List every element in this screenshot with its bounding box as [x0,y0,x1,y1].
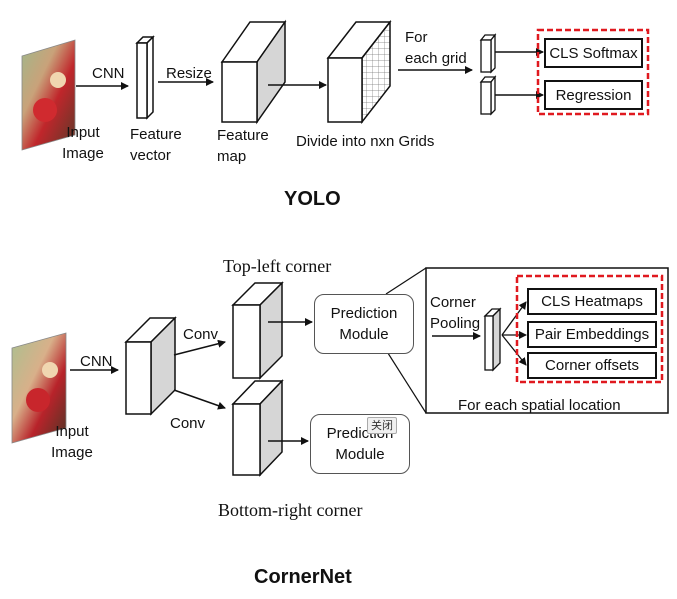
yolo-grid-block [326,19,392,125]
yolo-cnn-label: CNN [92,65,125,82]
cornernet-conv-bottom-arrow [173,389,226,410]
prediction-module-top-line1: Prediction [330,305,398,322]
heatmap-arrow [501,301,527,336]
cornernet-conv-top-arrow [173,339,226,356]
cornernet-output-highlight [515,274,664,384]
yolo-input-label-line2: Image [62,145,104,162]
yolo-feature-vector-label-line2: vector [130,147,171,164]
offset-arrow [501,334,527,366]
corner-pooling-label-line2: Pooling [430,315,481,332]
prediction-module-top-line2: Module [339,326,389,343]
zoom-connector-bottom [385,349,427,414]
corner-offsets-box: Corner offsets [527,352,657,379]
yolo-feature-vector-label-line1: Feature [130,126,182,143]
yolo-feature-map-block [220,19,287,125]
yolo-for-each-label-line2: each grid [405,50,467,67]
yolo-for-each-label-line1: For [405,29,428,46]
yolo-feature-map-label-line1: Feature [217,127,269,144]
spatial-location-caption: For each spatial location [458,397,621,414]
cornernet-cnn-label: CNN [80,353,113,370]
yolo-resize-label: Resize [166,65,212,82]
cornernet-input-label-line1: Input [55,423,89,440]
yolo-cls-softmax-box: CLS Softmax [544,38,643,68]
cornernet-input-image [11,332,67,444]
conv-top-label: Conv [183,326,219,343]
top-left-corner-label: Top-left corner [223,256,332,276]
corner-pooling-block [483,307,502,372]
pair-embeddings-box: Pair Embeddings [527,321,657,348]
yolo-input-label-line1: Input [66,124,100,141]
yolo-output-highlight [536,28,650,116]
yolo-input-image [21,39,76,151]
cornernet-top-left-block [231,281,284,380]
yolo-feature-vector-block [135,35,155,120]
prediction-module-bottom-line2: Module [335,446,385,463]
cls-heatmaps-box: CLS Heatmaps [527,288,657,315]
cornernet-input-label-line2: Image [51,444,93,461]
yolo-divide-label: Divide into nxn Grids [296,133,435,150]
conv-bottom-label: Conv [170,415,206,432]
yolo-small-blocks [479,33,497,116]
yolo-feature-map-label-line2: map [217,148,247,165]
yolo-regression-box: Regression [544,80,643,110]
bottom-right-corner-label: Bottom-right corner [218,500,363,520]
cornernet-bottom-right-block [231,379,284,477]
close-button[interactable]: 关闭 [367,417,397,434]
corner-pooling-label-line1: Corner [430,294,476,311]
corner-pooling-panel [425,267,669,414]
cornernet-backbone-block [124,316,177,416]
yolo-title: YOLO [284,188,341,210]
zoom-connector-top [385,267,427,295]
cornernet-title: CornerNet [254,566,352,588]
